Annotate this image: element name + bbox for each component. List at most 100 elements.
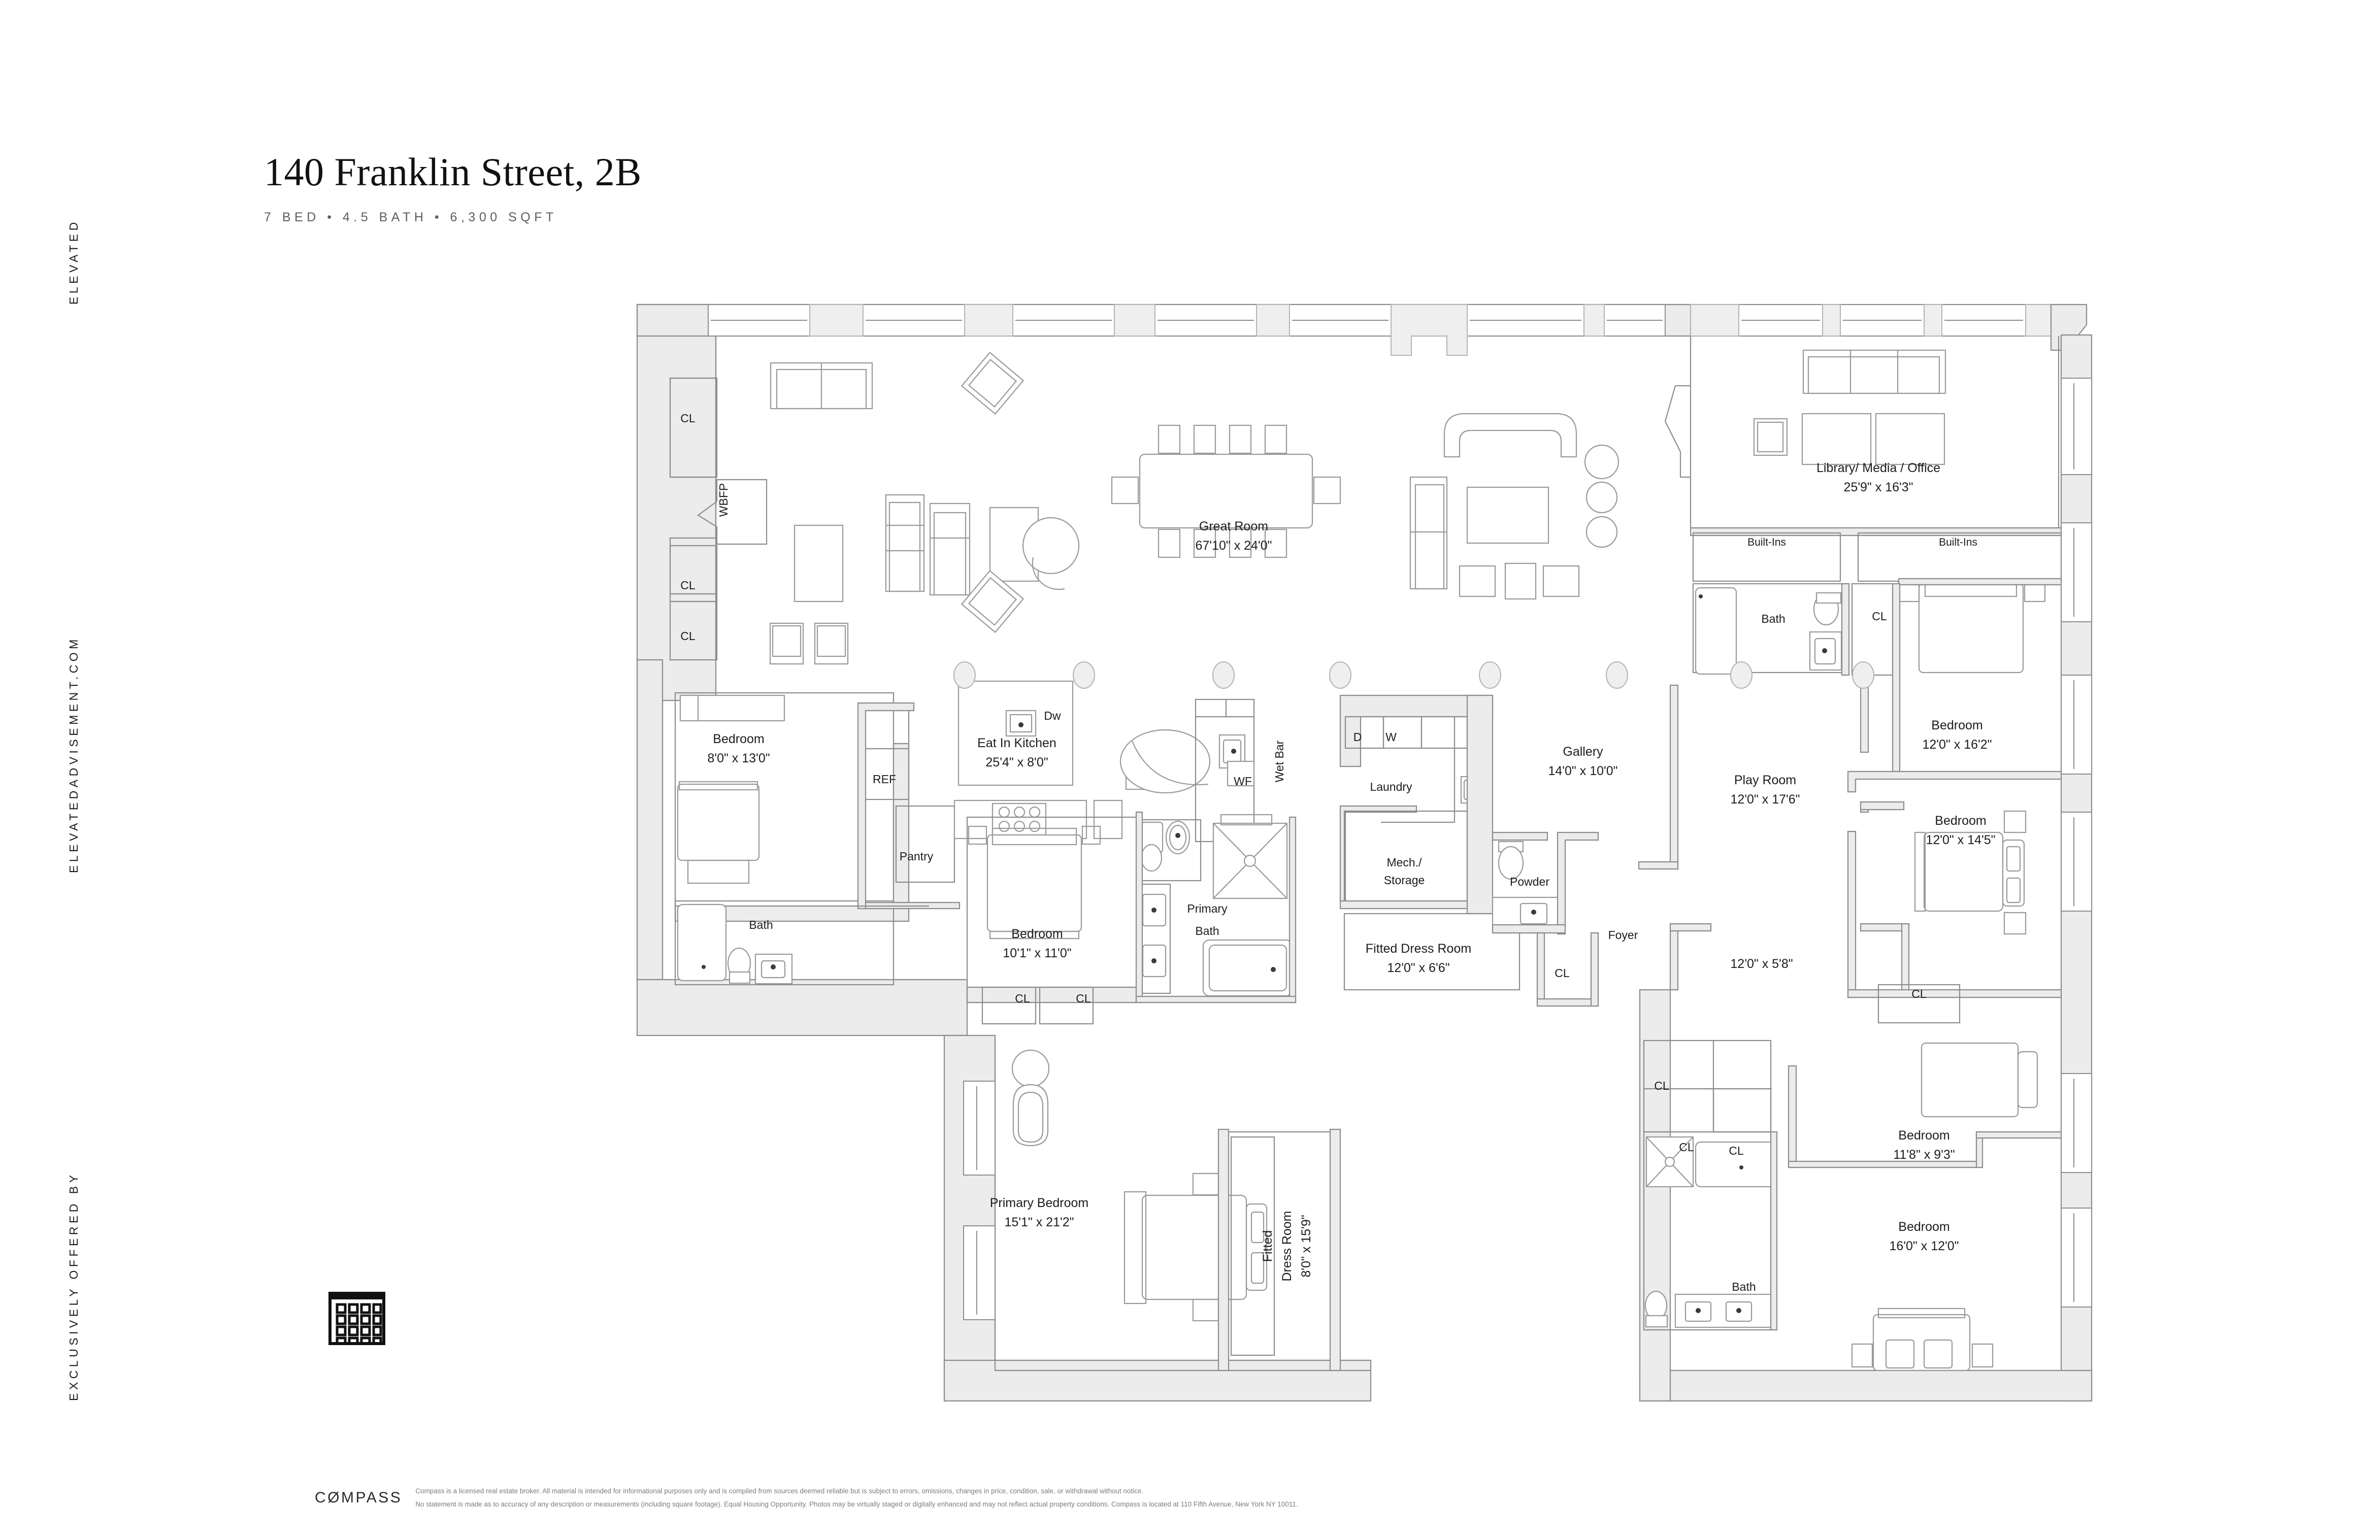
center-bedroom [966,816,1138,1025]
coffee-table-icon [1875,413,1945,465]
room-name-bedroom-r1: Bedroom [1931,718,1982,732]
closet-outline [1877,984,1961,1024]
simple-label-group: PrimaryBathBathBathBathLaundryMech./Stor… [749,537,1977,1293]
closet-label-cl-1: CL [680,412,696,425]
side-table-icon [1459,562,1580,600]
disclaimer-text: Compass is a licensed real estate broker… [415,1485,1298,1512]
room-name-primary-bedroom: Primary Bedroom [990,1196,1089,1210]
label-builtins-1: Built-Ins [1747,537,1786,548]
closet-outline [1851,583,1894,676]
label-bath-lower-right: Bath [1732,1280,1756,1293]
toilet-icon [1140,821,1164,872]
footer: CØMPASS Compass is a licensed real estat… [315,1485,1298,1512]
label-bath-left: Bath [749,918,773,931]
shower-icon [1212,814,1288,899]
room-name-play-room: Play Room [1734,773,1796,787]
room-name2-fitted-dress-room-primary: Dress Room [1280,1211,1294,1282]
sofa-right-icon [1409,476,1549,590]
toilet-icon [1813,592,1842,626]
shower-icon [1645,1136,1694,1188]
bed-icon [968,825,1101,940]
structural-columns [953,661,1874,689]
bed-icon [1914,810,2027,935]
page-title: 140 Franklin Street, 2B [264,150,642,194]
right-bedrooms [1847,771,2062,1024]
room-name-library: Library/ Media / Office [1816,461,1940,475]
cooktop-icon [991,802,1047,836]
label-pantry: Pantry [900,850,934,863]
room-dim-gallery: 14'0" x 10'0" [1548,764,1617,778]
room-name-bedroom-r2: Bedroom [1935,814,1986,828]
toilet-icon [1498,841,1524,880]
great-room-furniture [769,351,1619,665]
primary-suite [963,1038,1371,1371]
rotated-room-label-group: Fitted Dress Room 8'0" x 15'9" [1261,1211,1313,1282]
accent-chair-icon [1753,418,1788,456]
foyer-closets [1536,932,1599,1007]
ottoman-icon [989,507,1039,582]
closet-label-cl-11: CL [1729,1144,1744,1157]
toilet-icon [727,947,751,984]
room-dim-bedroom-center: 10'1" x 11'0" [1003,946,1071,960]
label-mech-2: Storage [1384,874,1425,887]
sink-icon [1142,893,1167,978]
closet-label-cl-8: CL [1911,987,1927,1000]
room-dim-play-room: 12'0" x 17'6" [1730,792,1800,807]
room-dim-fitted-dress-room-primary: 8'0" x 15'9" [1299,1215,1313,1277]
right-wing-structural-walls [1639,304,2093,1402]
building-logo [328,1292,385,1348]
bed-icon [1851,1308,1994,1371]
room-dim-bedroom-r1: 12'0" x 16'2" [1922,738,1992,752]
top-exterior-wall-windows [636,304,1694,356]
closet-label-cl-10: CL [1679,1141,1694,1154]
label-builtins-2: Built-Ins [1939,537,1977,548]
lounge-chair-icon [1011,1049,1050,1147]
label-foyer-dim: 12'0" x 5'8" [1730,957,1793,971]
breakfast-table-icon [1119,729,1211,794]
room-name-bedroom-r3: Bedroom [1898,1128,1949,1143]
room-dim-bedroom-r3: 11'8" x 9'3" [1893,1148,1955,1162]
room-name-gallery: Gallery [1563,745,1603,759]
listing-specs: 7 BED • 4.5 BATH • 6,300 SQFT [264,210,557,224]
label-mech-1: Mech./ [1386,856,1422,869]
room-name-fitted-dress-room-primary: Fitted [1261,1230,1275,1262]
label-powder: Powder [1510,875,1549,888]
powder-room [1492,831,1599,935]
closet-label-cl-5: CL [1076,992,1091,1005]
great-room-outline [669,336,768,661]
lower-right-wing [1643,1040,2062,1371]
bed-icon [677,781,760,884]
library-media-office [1664,336,2062,582]
bathtub-icon [677,903,727,982]
label-primary-bath: Primary [1187,902,1228,915]
room-dim-fitted-dress-room: 12'0" x 6'6" [1387,961,1449,975]
label-primary-bath-2: Bath [1195,924,1219,938]
bathtub-icon [1695,587,1737,675]
closet-label-cl-6: CL [1555,966,1570,980]
upper-right-bath [1692,578,2062,773]
room-name-eat-in-kitchen: Eat In Kitchen [977,736,1056,750]
primary-bath [1135,811,1297,1003]
room-dim-great-room: 67'10" x 24'0" [1195,539,1272,553]
sink-icon [754,953,793,985]
round-chair-icon [1022,517,1080,590]
room-dim-bedroom-left: 8'0" x 13'0" [707,751,770,765]
bed-icon [1123,1173,1268,1322]
accent-chair-icon [961,351,1024,633]
wine-fridge-icon [1227,760,1255,787]
label-bath-right-upper: Bath [1761,612,1785,625]
closet-label-cl-3: CL [680,629,696,643]
disclaimer-line-2: No statement is made as to accuracy of a… [415,1500,1298,1509]
room-dim-library: 25'9" x 16'3" [1843,480,1913,494]
label-d-dryer: D [1353,730,1362,744]
sectional-sofa-icon [885,494,971,596]
label-dw: Dw [1044,709,1061,722]
gallery-play-walls [1638,684,1910,996]
disclaimer-line-1: Compass is a licensed real estate broker… [415,1487,1144,1495]
coffee-table-icon [794,524,844,602]
bed-icon [1898,580,2046,674]
